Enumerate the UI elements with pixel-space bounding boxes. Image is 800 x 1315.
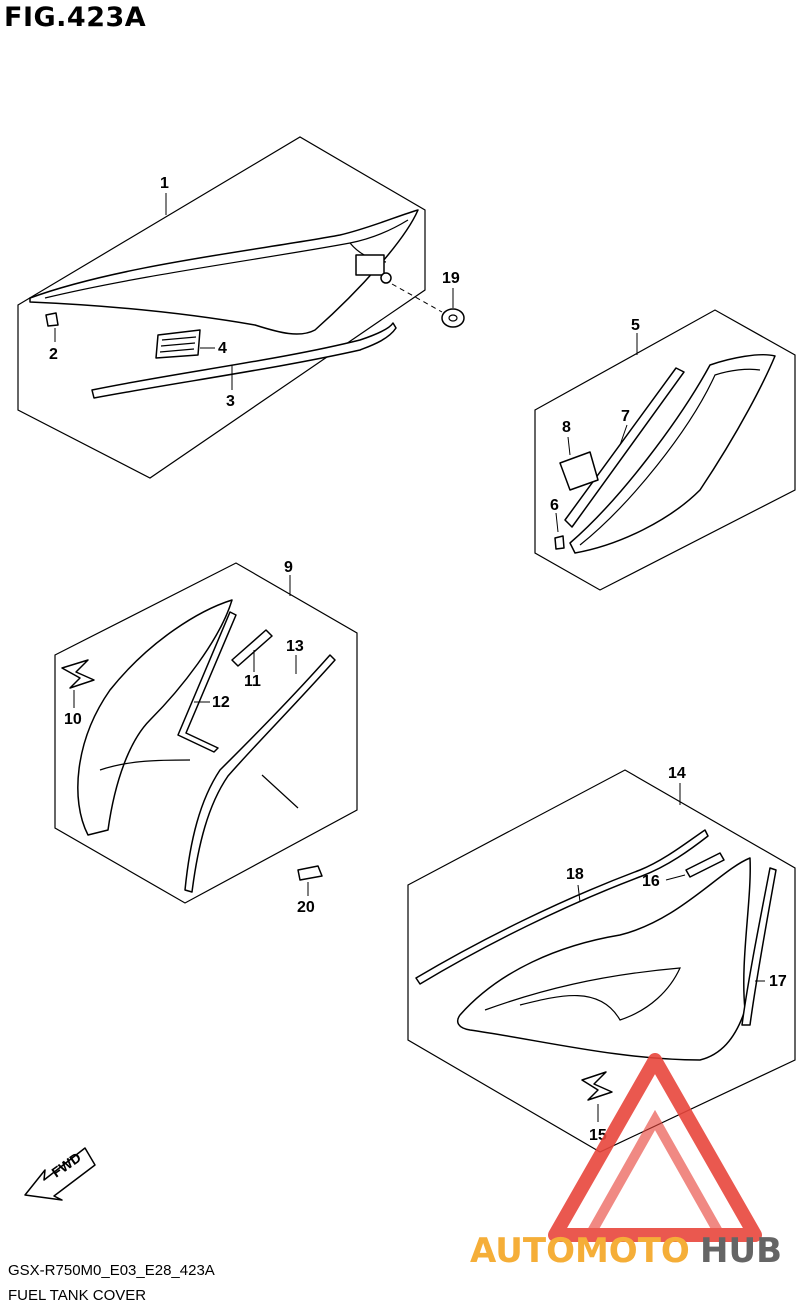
callout-2: 2 [49, 346, 58, 363]
callout-3: 3 [226, 393, 235, 410]
figure-title: FIG.423A [4, 2, 147, 33]
callout-13: 13 [286, 638, 304, 655]
callout-8: 8 [562, 419, 571, 436]
group-5-assembly: 5 7 8 6 [534, 309, 796, 591]
callout-11: 11 [244, 673, 261, 690]
part-3-trim-strip [91, 322, 397, 399]
diagram-code: GSX-R750M0_E03_E28_423A [8, 1262, 215, 1279]
part-1-pin [380, 272, 392, 284]
part-10-logo [61, 659, 95, 689]
part-19-grommet [441, 308, 465, 328]
part-1-side-cover [29, 209, 419, 335]
part-11-strip [231, 629, 273, 667]
group-1-box [17, 136, 426, 479]
callout-6: 6 [550, 497, 559, 514]
part-14-side-cover [457, 857, 751, 1061]
part-17-trim [741, 867, 777, 1026]
callout-5: 5 [631, 317, 640, 334]
group-9-box [54, 562, 358, 904]
callout-9: 9 [284, 559, 293, 576]
callout-16: 16 [642, 873, 660, 890]
part-18-trim [415, 829, 709, 985]
part-6-clip [554, 535, 565, 550]
part-16-strip [685, 852, 725, 878]
part-12-trim [177, 611, 237, 753]
callout-4: 4 [218, 340, 227, 357]
group-9-assembly: 9 11 12 13 10 20 [54, 559, 358, 916]
fwd-arrow-icon: FWD [24, 1147, 96, 1201]
callout-1: 1 [160, 175, 169, 192]
group-14-box [407, 769, 796, 1153]
watermark-part2: HUB [700, 1231, 782, 1271]
part-20-clip [297, 865, 323, 881]
callout-20: 20 [297, 899, 315, 916]
part-5-side-cover [569, 353, 776, 554]
callout-10: 10 [64, 711, 82, 728]
callout-17: 17 [769, 973, 787, 990]
callout-14: 14 [668, 765, 686, 782]
diagram-caption: FUEL TANK COVER [8, 1287, 147, 1304]
group-5-box [534, 309, 796, 591]
watermark-logo: AUTOMOTO HUB [470, 1053, 782, 1271]
part-8-pad [559, 451, 599, 491]
part-2-clip [45, 312, 59, 327]
part-9-front-cover [77, 599, 233, 836]
watermark-part1: AUTOMOTO [470, 1231, 690, 1271]
part-7-trim [564, 367, 685, 528]
group-14-assembly: 14 18 16 17 15 [407, 765, 796, 1153]
callout-18: 18 [566, 866, 584, 883]
callout-7: 7 [621, 408, 630, 425]
callout-12: 12 [212, 694, 230, 711]
part-1-bracket [355, 254, 385, 276]
callout-19: 19 [442, 270, 460, 287]
part-13-trim [184, 654, 336, 893]
part-15-logo [581, 1071, 613, 1101]
group-1-assembly: 1 2 4 3 19 [17, 136, 465, 479]
